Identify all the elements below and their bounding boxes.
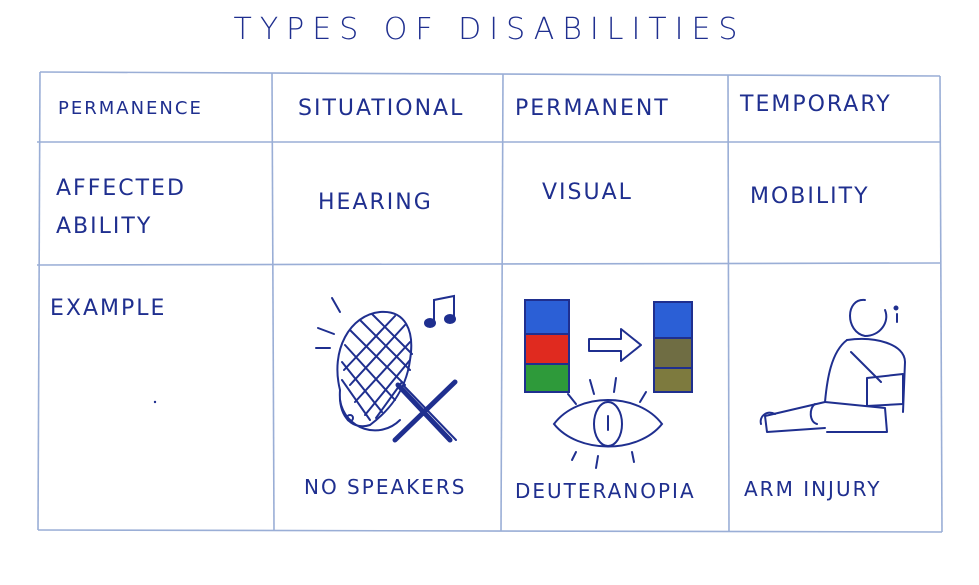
grid-line-row2 [36,262,941,266]
grid-line-top [39,71,941,77]
header-temporary: TEMPORARY [740,92,892,117]
diagram-title: TYPES OF DISABILITIES [233,12,746,47]
grid-line-col1 [271,72,275,531]
label-ability: ABILITY [56,214,153,239]
value-mobility: MOBILITY [750,184,870,209]
grid-line-col2 [500,73,504,532]
grid-line-left [37,71,41,531]
grid-line-col3 [727,74,730,532]
caption-deuteranopia: DEUTERANOPIA [515,479,696,503]
label-affected: AFFECTED [56,176,186,201]
value-visual: VISUAL [542,180,633,205]
grid-line-bottom [37,529,943,533]
arrow-right-icon [588,328,642,362]
music-note-icon [424,294,456,328]
value-hearing: HEARING [318,190,433,215]
header-permanent: PERMANENT [515,96,670,121]
speaker-x-icon [315,297,458,443]
caption-no-speakers: NO SPEAKERS [304,475,467,499]
eye-icon [552,377,664,469]
label-example: EXAMPLE [50,296,167,321]
caption-arm-injury: ARM INJURY [744,477,882,501]
grid-line-right [939,75,943,533]
header-situational: SITUATIONAL [298,96,465,121]
color-swatch-icon [524,299,693,393]
seated-person-injury-icon [759,298,906,433]
header-permanence: PERMANENCE [58,98,203,119]
